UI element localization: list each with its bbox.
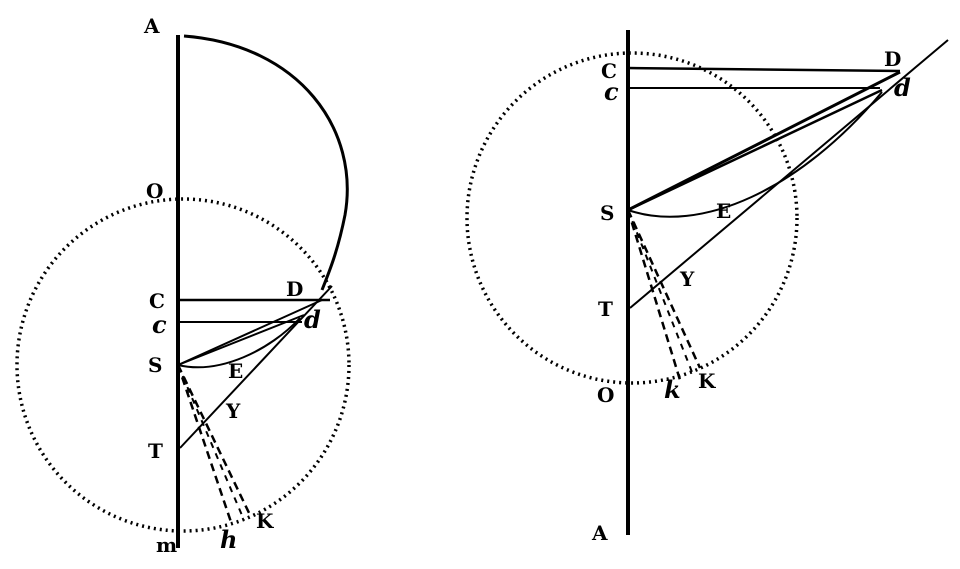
left-dotted-circle (15, 197, 351, 533)
label-Y: Y (225, 399, 241, 423)
left-orbit-arc (183, 34, 349, 291)
label-h: h (220, 525, 237, 554)
right-tangent-line (629, 39, 949, 309)
label-A: A (591, 521, 608, 545)
label-bottom: m (156, 533, 177, 557)
label-K: K (698, 369, 716, 393)
right-dotted-circle (465, 51, 799, 385)
right-line-CD (627, 66, 901, 73)
right-dashed-SK (626, 209, 702, 369)
left-dashed-SK (176, 364, 252, 516)
label-O: O (146, 179, 163, 203)
label-D: D (884, 47, 901, 71)
right-line-SD (627, 70, 901, 212)
label-C: C (601, 59, 617, 83)
right-dashed-Sk (626, 209, 682, 381)
label-O: O (597, 383, 614, 407)
label-E: E (228, 359, 243, 383)
label-c: c (604, 77, 619, 106)
left-line-Sd (177, 314, 305, 366)
left-tangent-line (179, 285, 333, 449)
label-T: T (148, 439, 163, 463)
label-K: K (256, 509, 274, 533)
right-curve-SE (627, 91, 883, 218)
left-line-SD (177, 299, 323, 366)
left-figure (15, 34, 351, 548)
label-T: T (598, 297, 613, 321)
right-figure (465, 30, 949, 535)
label-A: A (143, 14, 160, 38)
label-E: E (716, 199, 731, 223)
left-labels: A O C D c d S E Y T K h m (143, 14, 321, 557)
label-k: k (664, 375, 681, 404)
right-labels: A O C D c d S E Y T K k (591, 47, 911, 545)
label-d: d (894, 73, 911, 102)
label-Y: Y (679, 267, 695, 291)
label-C: C (149, 289, 165, 313)
right-dashed-S3 (627, 209, 693, 373)
left-curve-SE (177, 317, 301, 369)
label-D: D (286, 277, 303, 301)
right-line-Sd (627, 88, 883, 212)
label-d: d (304, 305, 321, 334)
left-dashed-Sh (176, 364, 234, 526)
label-S: S (600, 201, 614, 225)
label-S: S (148, 353, 162, 377)
label-c: c (152, 310, 167, 339)
left-dashed-Sk2 (177, 364, 245, 521)
